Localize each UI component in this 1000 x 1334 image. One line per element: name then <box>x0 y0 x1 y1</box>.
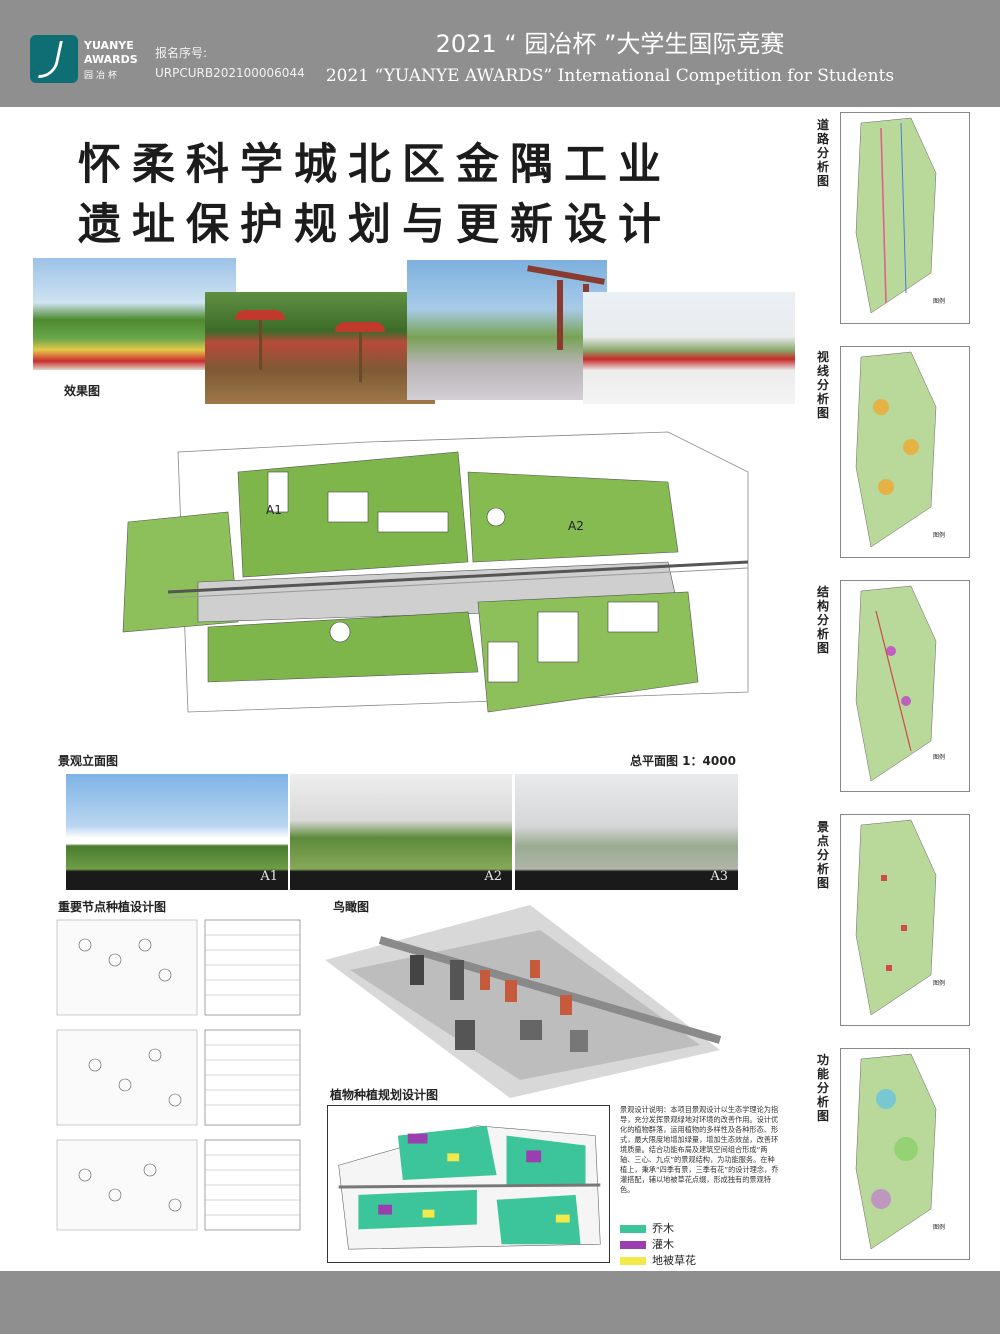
view-analysis-panel: 图例 <box>840 346 970 558</box>
rendering-plaza <box>583 292 795 404</box>
elevation-tag: A1 <box>260 869 278 884</box>
legend-swatch-groundcover <box>620 1257 646 1265</box>
side-legend-heading: 图例 <box>933 1223 945 1231</box>
elevation-tag: A3 <box>710 869 728 884</box>
side-title-function: 功能分析图 <box>817 1053 830 1123</box>
legend-groundcover: 地被草花 <box>620 1252 696 1267</box>
function-analysis-map: 图例 <box>855 1053 945 1250</box>
vegetation-description: 景观设计说明：本项目景观设计以生态学理论为指导，充分发挥景观绿地对环境的改善作用… <box>620 1105 779 1194</box>
side-title-structure: 结构分析图 <box>817 585 830 655</box>
legend-swatch-tree <box>620 1225 646 1233</box>
logo-mark-icon <box>30 35 78 83</box>
registration-label: 报名序号: <box>155 46 208 60</box>
logo-text-1: YUANYE <box>84 39 134 52</box>
umbrella-icon <box>235 310 285 320</box>
side-title-view: 视线分析图 <box>817 350 830 420</box>
side-legend-heading: 图例 <box>933 753 945 761</box>
plan-node-a2: A2 <box>568 519 584 533</box>
renderings-label: 效果图 <box>64 384 101 398</box>
legend-label: 灌木 <box>652 1238 674 1251</box>
side-legend-heading: 图例 <box>933 297 945 305</box>
vegetation-plan-label: 植物种植规划设计图 <box>330 1088 439 1102</box>
birds-eye-view <box>325 905 722 1098</box>
elevation-a1: A1 <box>66 774 288 890</box>
scenic-analysis-panel: 图例 <box>840 814 970 1026</box>
project-title-line2: 遗址保护规划与更新设计 <box>78 200 672 250</box>
yuanye-awards-logo: YUANYE AWARDS 园冶杯 <box>30 35 145 83</box>
competition-title-en: 2021 “YUANYE AWARDS” International Compe… <box>325 66 895 86</box>
pergola-column <box>557 280 563 350</box>
structure-analysis-panel: 图例 <box>840 580 970 792</box>
rendering-cafe <box>205 292 435 404</box>
competition-title-cn: 2021 “ 园冶杯 ”大学生国际竞赛 <box>435 30 785 58</box>
planting-node-drawings <box>56 919 301 1231</box>
elevation-tag: A2 <box>484 869 502 884</box>
legend-shrub: 灌木 <box>620 1236 674 1251</box>
legend-swatch-shrub <box>620 1241 646 1249</box>
scenic-analysis-map: 图例 <box>855 819 945 1016</box>
master-plan-label: 总平面图 1：4000 <box>630 754 736 768</box>
side-title-scenic: 景点分析图 <box>817 820 830 890</box>
birds-eye-label: 鸟瞰图 <box>333 900 370 914</box>
side-title-road: 道路分析图 <box>817 118 830 188</box>
elevation-a2: A2 <box>290 774 512 890</box>
legend-label: 乔木 <box>652 1222 674 1235</box>
logo-text-3: 园冶杯 <box>84 71 121 81</box>
structure-analysis-map: 图例 <box>855 585 945 782</box>
logo-text-2: AWARDS <box>84 53 138 66</box>
elevation-a3: A3 <box>515 774 738 890</box>
planting-nodes-label: 重要节点种植设计图 <box>58 900 167 914</box>
umbrella-icon <box>335 322 385 332</box>
function-analysis-panel: 图例 <box>840 1048 970 1260</box>
umbrella-post <box>359 332 362 382</box>
legend-tree: 乔木 <box>620 1220 674 1235</box>
pergola-beam <box>527 265 605 285</box>
rendering-garden <box>33 258 236 370</box>
elevation-label: 景观立面图 <box>58 754 119 768</box>
project-title-line1: 怀柔科学城北区金隅工业 <box>78 140 672 190</box>
header-banner: YUANYE AWARDS 园冶杯 报名序号: URPCURB202100006… <box>0 0 1000 107</box>
vegetation-plan-drawing <box>327 1105 610 1263</box>
legend-label: 地被草花 <box>652 1254 696 1267</box>
side-legend-heading: 图例 <box>933 979 945 987</box>
road-analysis-map: 图例 <box>855 117 945 314</box>
rendering-pergola <box>407 260 607 400</box>
master-plan-drawing: A1 A2 <box>68 412 756 742</box>
umbrella-post <box>259 320 262 370</box>
road-analysis-panel: 图例 <box>840 112 970 324</box>
footer-banner <box>0 1271 1000 1334</box>
plan-node-a1: A1 <box>266 503 282 517</box>
registration-number: URPCURB202100006044 <box>155 66 305 80</box>
view-analysis-map: 图例 <box>855 351 945 548</box>
side-legend-heading: 图例 <box>933 531 945 539</box>
